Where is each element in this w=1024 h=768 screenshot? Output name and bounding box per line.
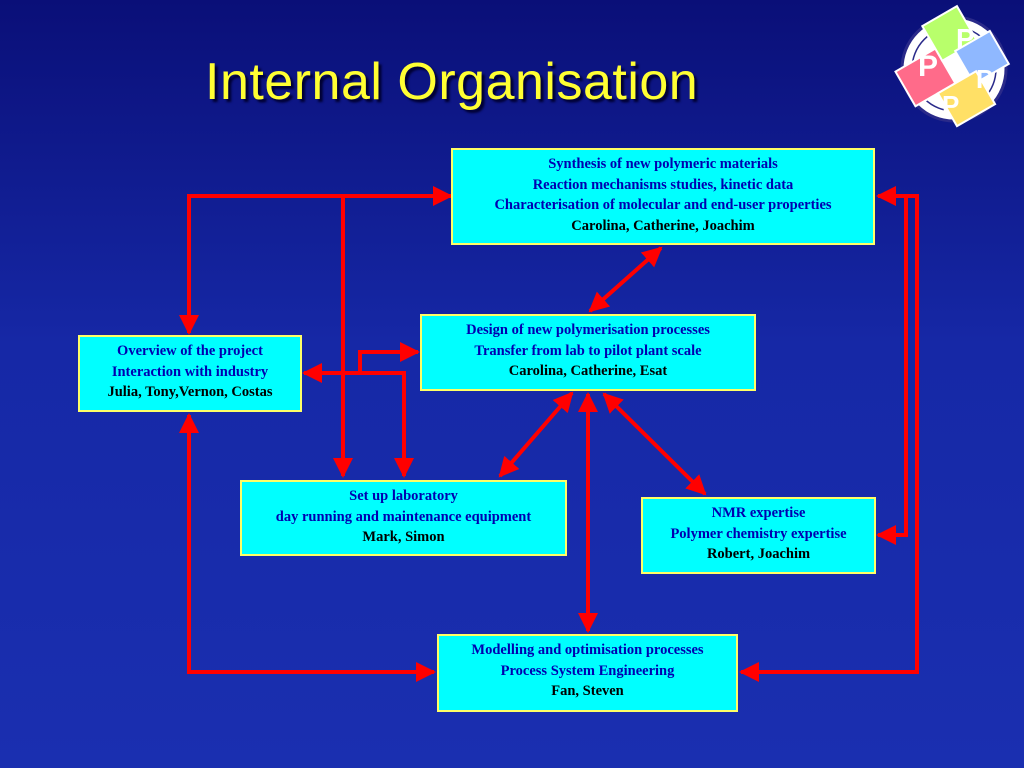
nmr-line-1: NMR expertise [711, 505, 806, 521]
modelling-line-1: Modelling and optimisation processes [471, 642, 704, 658]
design-line-2: Transfer from lab to pilot plant scale [474, 342, 702, 359]
modelling-people: Fan, Steven [551, 683, 624, 699]
nmr-line-2: Polymer chemistry expertise [670, 525, 847, 542]
logo-letter-3: P [976, 64, 993, 94]
laboratory-box: Set up laboratory day running and mainte… [240, 480, 567, 556]
synthesis-people: Carolina, Catherine, Joachim [571, 217, 755, 234]
design-people: Carolina, Catherine, Esat [508, 363, 668, 379]
ppp-logo: P P P P [894, 4, 1011, 128]
overview-line-1: Overview of the project [117, 343, 263, 359]
laboratory-line-2: day running and maintenance equipment [275, 508, 532, 525]
arrow-synthesis-overview [179, 186, 453, 335]
laboratory-people: Mark, Simon [362, 529, 445, 545]
arrow-overview-modelling [179, 413, 436, 682]
arrow-synthesis-modelling [739, 194, 919, 682]
arrow-design-lab [498, 391, 574, 478]
synthesis-line-3: Characterisation of molecular and end-us… [494, 197, 832, 213]
design-line-1: Design of new polymerisation processes [466, 322, 710, 338]
overview-line-2: Interaction with industry [111, 363, 269, 380]
design-box: Design of new polymerisation processes T… [420, 314, 756, 391]
logo-letter-1: P [918, 50, 938, 83]
modelling-box: Modelling and optimisation processes Pro… [437, 634, 738, 712]
logo-letter-4: P [942, 90, 959, 120]
laboratory-line-1: Set up laboratory [349, 488, 458, 504]
arrow-junction-design [358, 342, 420, 373]
synthesis-box: Synthesis of new polymeric materials Rea… [451, 148, 875, 245]
overview-people: Julia, Tony,Vernon, Costas [107, 384, 273, 400]
modelling-line-2: Process System Engineering [500, 662, 675, 679]
arrow-design-nmr [602, 392, 707, 496]
synthesis-line-1: Synthesis of new polymeric materials [548, 156, 778, 172]
arrow-synthesis-design [588, 246, 663, 313]
overview-box: Overview of the project Interaction with… [78, 335, 302, 412]
arrow-synthesis-nmr [876, 186, 908, 545]
arrow-overview-junction [302, 363, 414, 478]
synthesis-line-2: Reaction mechanisms studies, kinetic dat… [532, 176, 794, 193]
nmr-box: NMR expertise Polymer chemistry expertis… [641, 497, 876, 574]
nmr-people: Robert, Joachim [706, 546, 811, 562]
logo-letter-2: P [956, 23, 975, 54]
slide-title: Internal Organisation [205, 53, 699, 111]
